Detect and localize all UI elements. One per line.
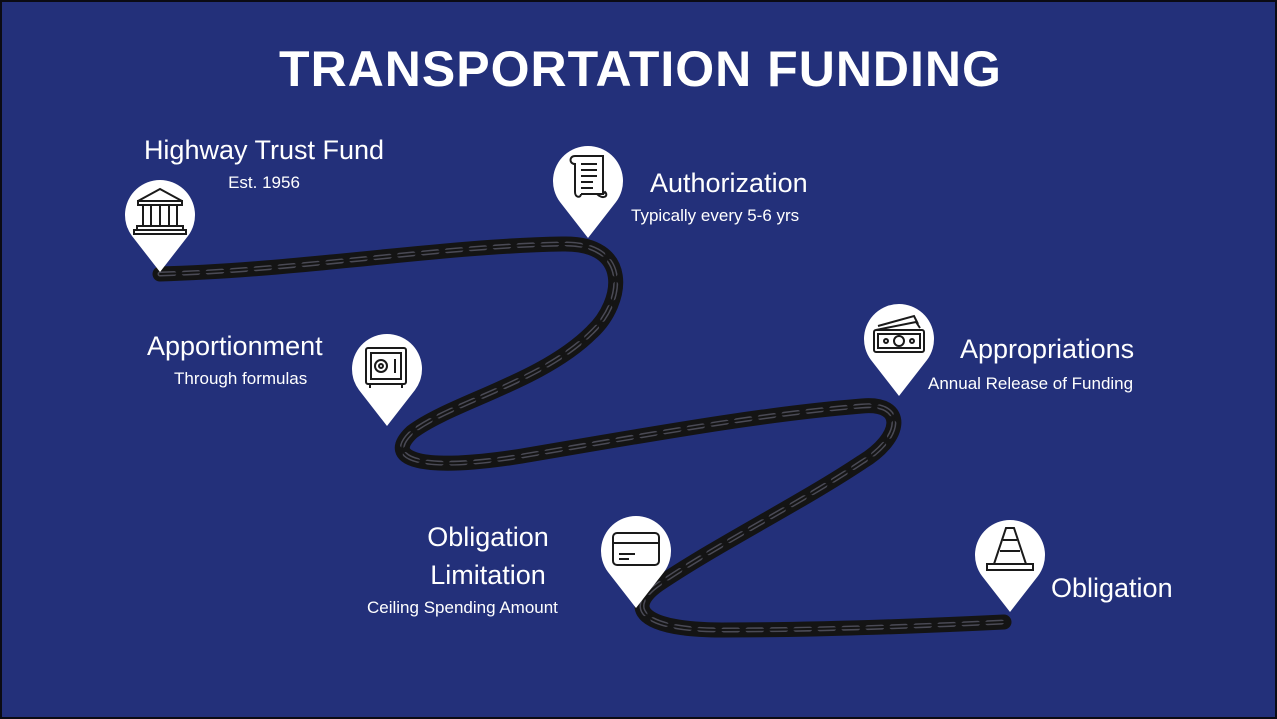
pin-obligation-limitation (599, 510, 673, 610)
page-title: TRANSPORTATION FUNDING (279, 41, 1002, 97)
safe-icon (365, 347, 407, 388)
pin-obligation (973, 514, 1047, 614)
stage-apportionment-subtitle: Through formulas (174, 369, 308, 388)
stage-authorization-title: Authorization (650, 168, 808, 198)
stage-appropriations-subtitle: Annual Release of Funding (928, 374, 1134, 393)
money-icon (873, 314, 925, 353)
stage-obligation-limitation-title-line1: Obligation (427, 522, 549, 552)
bank-icon (133, 187, 187, 235)
pin-appropriations (862, 298, 936, 398)
pin-apportionment (350, 328, 424, 428)
pin-authorization (551, 140, 625, 240)
stage-obligation-title: Obligation (1051, 573, 1173, 603)
stage-highway-trust-fund-title: Highway Trust Fund (143, 135, 385, 165)
stage-authorization-subtitle: Typically every 5-6 yrs (631, 206, 800, 225)
stage-apportionment-title: Apportionment (147, 331, 323, 361)
stage-appropriations-title: Appropriations (960, 334, 1135, 364)
stage-highway-trust-fund-subtitle: Est. 1956 (228, 173, 300, 192)
stage-obligation-limitation-title-line2: Limitation (430, 560, 546, 590)
pin-highway-trust-fund (123, 174, 197, 274)
traffic-cone-icon (986, 527, 1034, 571)
credit-card-icon (612, 532, 660, 566)
stage-obligation-limitation-subtitle: Ceiling Spending Amount (367, 598, 558, 617)
scroll-icon (569, 155, 608, 199)
